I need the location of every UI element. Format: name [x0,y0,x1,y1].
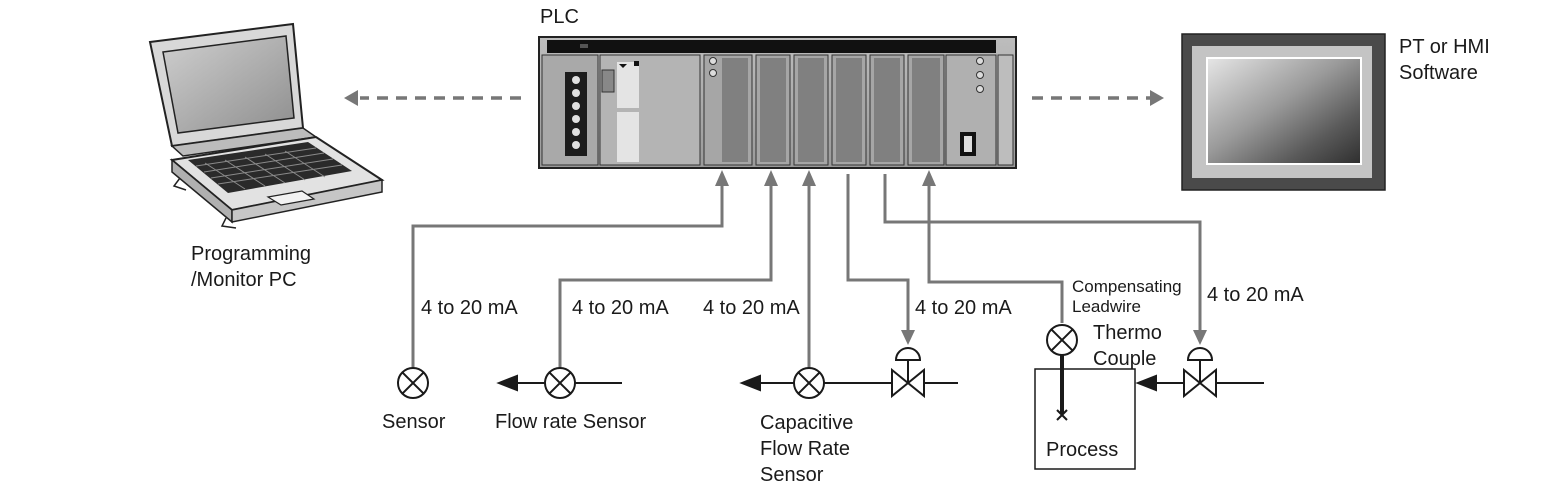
compensating-leadwire-label: Compensating Leadwire [1072,277,1182,316]
control-valve-icon [1183,347,1217,399]
hmi-panel-icon [1181,33,1386,191]
programming-pc-label: Programming /Monitor PC [191,243,312,291]
laptop-icon [148,22,385,229]
sensor-label: Sensor [382,411,446,433]
current-range-label: 4 to 20 mA [915,297,1012,319]
control-valve-icon [891,347,925,399]
current-range-label: 4 to 20 mA [703,297,800,319]
thermo-couple-label: Thermo Couple [1093,322,1162,370]
process-label: Process [1046,439,1119,461]
capacitive-sensor-label: Capacitive Flow Rate Sensor [760,412,854,486]
current-range-label: 4 to 20 mA [421,297,518,319]
plc-label: PLC [540,6,579,28]
current-range-label: 4 to 20 mA [1207,284,1304,306]
capacitive-sensor-icon [739,367,958,399]
process-inlet [1135,374,1264,392]
plc-rack-icon [538,36,1017,169]
process-box [1034,368,1136,470]
comm-link-pc [344,90,521,106]
signal-arrowheads [715,170,1207,345]
sensor-icon [397,367,429,399]
flow-rate-sensor-label: Flow rate Sensor [495,411,647,433]
current-range-label: 4 to 20 mA [572,297,669,319]
thermocouple-icon [1046,324,1078,421]
flow-rate-sensor-icon [496,367,622,399]
comm-link-hmi [1032,90,1164,106]
signal-wires [411,174,1202,368]
pt-hmi-label: PT or HMI Software [1399,36,1490,84]
